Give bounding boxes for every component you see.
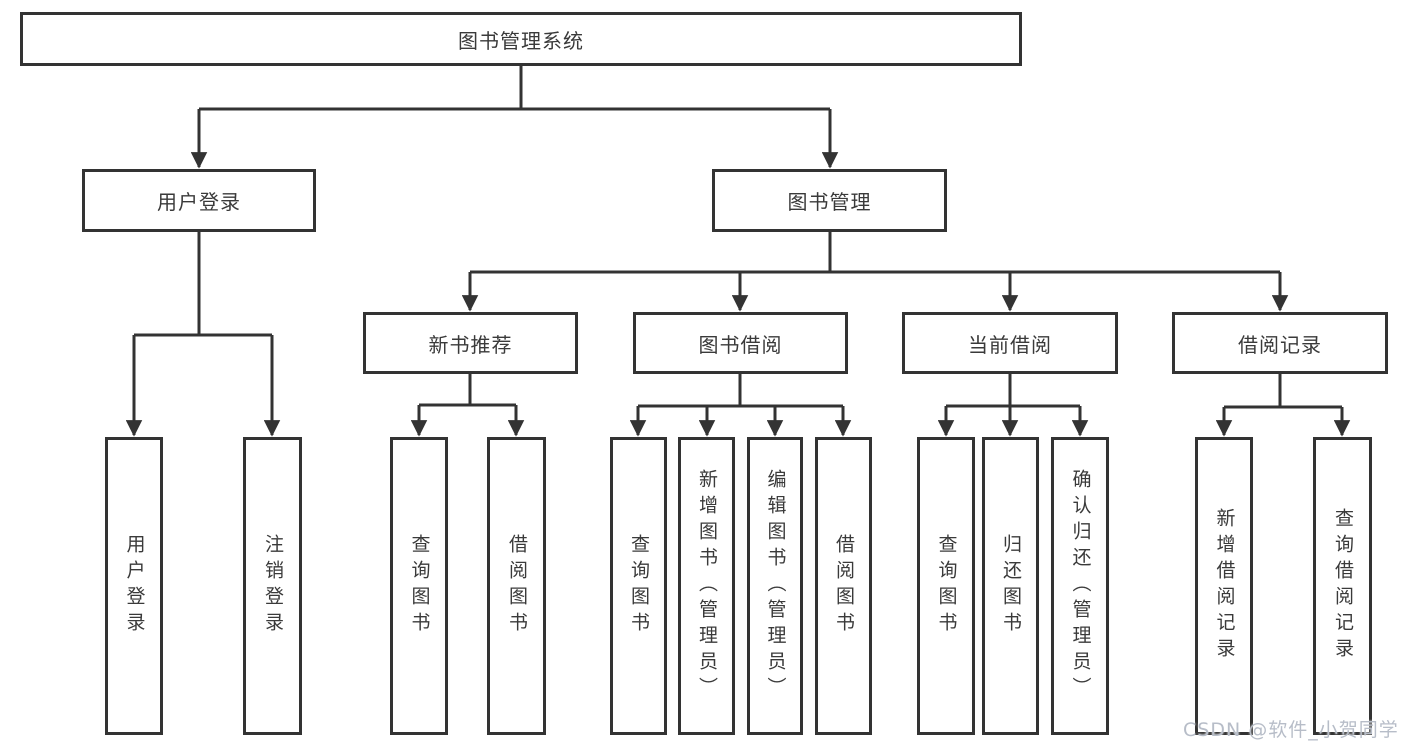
node-label: 归还图书	[1000, 534, 1022, 638]
node-label: 注销登录	[262, 534, 284, 638]
node-label: 借阅记录	[1238, 332, 1322, 357]
connector-root	[190, 66, 839, 169]
node-label: 当前借阅	[968, 332, 1052, 357]
node-leaf-borrow-query-books: 查询图书	[610, 437, 667, 735]
node-label: 图书借阅	[698, 332, 783, 357]
node-root: 图书管理系统	[20, 12, 1022, 66]
connector-new-book-rec	[410, 374, 525, 437]
node-borrow-records: 借阅记录	[1172, 312, 1388, 374]
node-user-login: 用户登录	[82, 169, 316, 232]
node-label: 用户登录	[123, 534, 146, 638]
node-leaf-return-books: 归还图书	[982, 437, 1039, 735]
node-leaf-current-query-books: 查询图书	[917, 437, 975, 735]
node-leaf-logout: 注销登录	[243, 437, 302, 735]
node-label: 编辑图书（管理员）	[764, 469, 787, 703]
csdn-watermark: CSDN @软件_小贺同学	[1183, 719, 1399, 741]
connector-book-mgmt	[461, 232, 1289, 312]
node-leaf-add-books-admin: 新增图书（管理员）	[678, 437, 735, 735]
connector-borrow-records	[1215, 374, 1351, 437]
node-current-borrow: 当前借阅	[902, 312, 1118, 374]
node-book-management: 图书管理	[712, 169, 947, 232]
node-leaf-add-borrow-record: 新增借阅记录	[1195, 437, 1253, 735]
node-label: 图书管理系统	[458, 28, 584, 53]
node-label: 查询图书	[935, 534, 958, 638]
node-book-borrow: 图书借阅	[633, 312, 848, 374]
node-leaf-user-login: 用户登录	[105, 437, 163, 735]
node-label: 新书推荐	[428, 332, 513, 357]
node-new-book-recommend: 新书推荐	[363, 312, 578, 374]
connector-book-borrow	[629, 374, 852, 437]
node-label: 新增图书（管理员）	[696, 469, 718, 703]
node-leaf-borrow-books: 借阅图书	[815, 437, 872, 735]
node-label: 用户登录	[157, 190, 241, 214]
node-label: 新增借阅记录	[1213, 508, 1236, 664]
node-label: 图书管理	[787, 190, 872, 214]
connector-user-login	[125, 232, 281, 437]
node-leaf-confirm-return-admin: 确认归还（管理员）	[1051, 437, 1109, 735]
connector-current-borrow	[937, 374, 1089, 437]
node-label: 借阅图书	[833, 534, 855, 638]
node-leaf-recommend-query-books: 查询图书	[390, 437, 448, 735]
node-leaf-edit-books-admin: 编辑图书（管理员）	[747, 437, 803, 735]
node-label: 查询图书	[628, 534, 650, 638]
node-label: 借阅图书	[506, 534, 528, 638]
node-leaf-recommend-borrow-books: 借阅图书	[487, 437, 546, 735]
node-leaf-query-borrow-record: 查询借阅记录	[1313, 437, 1372, 735]
node-label: 确认归还（管理员）	[1069, 469, 1092, 703]
node-label: 查询借阅记录	[1332, 508, 1354, 664]
node-label: 查询图书	[408, 534, 431, 638]
